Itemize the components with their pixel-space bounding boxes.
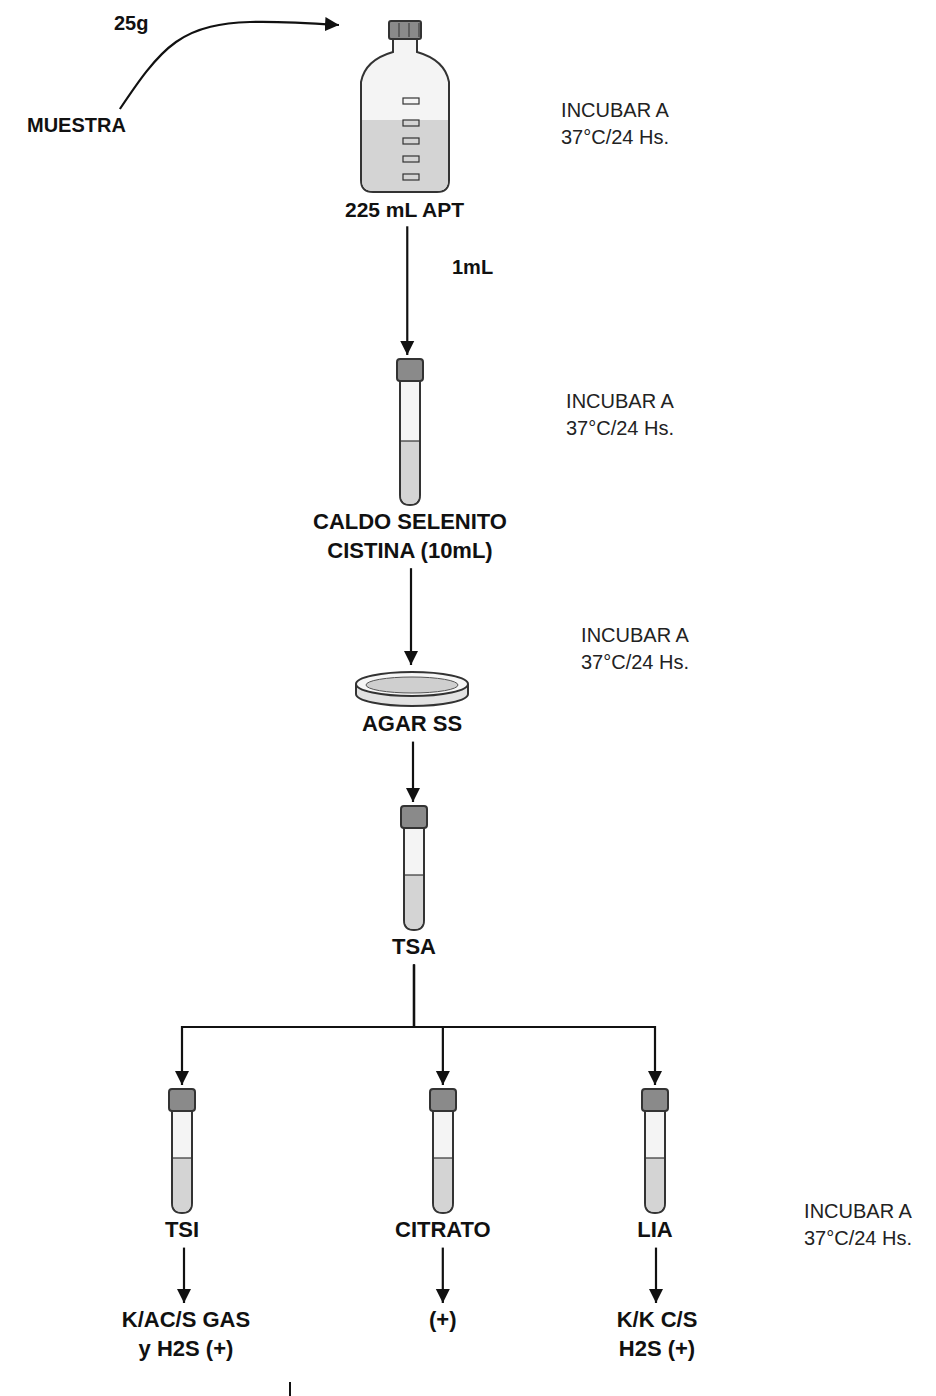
medium-level xyxy=(400,440,420,441)
labelled-tube: TSA xyxy=(388,805,440,962)
tube-glass xyxy=(404,825,424,930)
cap-ridge xyxy=(418,23,419,37)
tube-illustration xyxy=(162,1088,202,1216)
cap-ridge xyxy=(408,23,409,37)
node-label: LIA xyxy=(637,1216,672,1245)
incubation-note: INCUBAR A 37°C/24 Hs. xyxy=(550,388,690,442)
node-label: K/AC/S GAS y H2S (+) xyxy=(117,1306,255,1363)
edge-label: 25g xyxy=(112,12,150,35)
tube-cap xyxy=(401,806,427,828)
labelled-tube: CALDO SELENITO CISTINA (10mL) xyxy=(286,358,534,565)
labelled-bottle: 225 mL APT xyxy=(341,20,468,223)
tube-cap xyxy=(169,1089,195,1111)
tube-illustration xyxy=(635,1088,675,1216)
tube-medium xyxy=(173,1158,191,1212)
node-label: CITRATO xyxy=(395,1216,491,1245)
flow-arrow xyxy=(406,226,408,355)
node-label: TSA xyxy=(392,933,436,962)
flow-arrow xyxy=(442,1248,444,1303)
tube-glass xyxy=(400,378,420,505)
tube-illustration xyxy=(423,1088,463,1216)
graduation-mark xyxy=(403,120,419,126)
incubation-note: INCUBAR A 37°C/24 Hs. xyxy=(545,97,685,151)
dish-lid xyxy=(356,672,468,696)
cap-ridge xyxy=(398,23,399,37)
text-node: MUESTRA xyxy=(23,112,130,138)
tube-illustration xyxy=(390,358,430,508)
medium-level xyxy=(172,1157,192,1158)
flow-arrow xyxy=(183,1248,185,1303)
graduation-mark xyxy=(403,138,419,144)
graduation-mark xyxy=(403,98,419,104)
tube-medium xyxy=(434,1158,452,1212)
dish-illustration xyxy=(352,668,472,710)
flow-arrow xyxy=(412,742,414,802)
tube-illustration xyxy=(394,805,434,933)
node-label: AGAR SS xyxy=(362,710,462,739)
incubation-note: INCUBAR A 37°C/24 Hs. xyxy=(565,622,705,676)
bottle-illustration xyxy=(355,20,455,196)
bottle-cap xyxy=(389,21,421,39)
flow-arrow xyxy=(120,22,339,109)
bottle-liquid xyxy=(362,120,448,191)
bottle-glass xyxy=(361,38,449,192)
graduation-mark xyxy=(403,156,419,162)
tube-medium xyxy=(405,875,423,929)
flow-arrow xyxy=(182,965,414,1085)
dish-agar xyxy=(366,677,458,693)
labelled-tube: CITRATO xyxy=(391,1088,495,1245)
labelled-dish: AGAR SS xyxy=(348,668,476,739)
tube-medium xyxy=(646,1158,664,1212)
tube-cap xyxy=(430,1089,456,1111)
graduation-mark xyxy=(403,174,419,180)
node-label: K/K C/S H2S (+) xyxy=(602,1306,712,1363)
tube-glass xyxy=(433,1108,453,1213)
tube-cap xyxy=(642,1089,668,1111)
node-label: MUESTRA xyxy=(27,112,126,138)
medium-level xyxy=(404,874,424,875)
labelled-tube: TSI xyxy=(158,1088,206,1245)
medium-level xyxy=(433,1157,453,1158)
flow-arrow xyxy=(414,965,655,1085)
incubation-note: INCUBAR A 37°C/24 Hs. xyxy=(788,1198,928,1252)
node-label: (+) xyxy=(429,1306,457,1335)
labelled-tube: LIA xyxy=(631,1088,679,1245)
node-label: CALDO SELENITO CISTINA (10mL) xyxy=(290,508,530,565)
node-label: 225 mL APT xyxy=(345,196,464,223)
tube-medium xyxy=(401,441,419,504)
tube-cap xyxy=(397,359,423,381)
node-label: TSI xyxy=(165,1216,199,1245)
flow-arrow xyxy=(410,568,412,665)
tube-glass xyxy=(172,1108,192,1213)
tube-glass xyxy=(645,1108,665,1213)
flow-arrow xyxy=(655,1248,657,1303)
stray-line xyxy=(289,1382,291,1396)
edge-label: 1mL xyxy=(450,256,495,279)
text-node: (+) xyxy=(425,1306,461,1335)
flow-arrow xyxy=(414,965,443,1085)
text-node: K/K C/S H2S (+) xyxy=(598,1306,716,1363)
text-node: K/AC/S GAS y H2S (+) xyxy=(113,1306,259,1363)
medium-level xyxy=(645,1157,665,1158)
